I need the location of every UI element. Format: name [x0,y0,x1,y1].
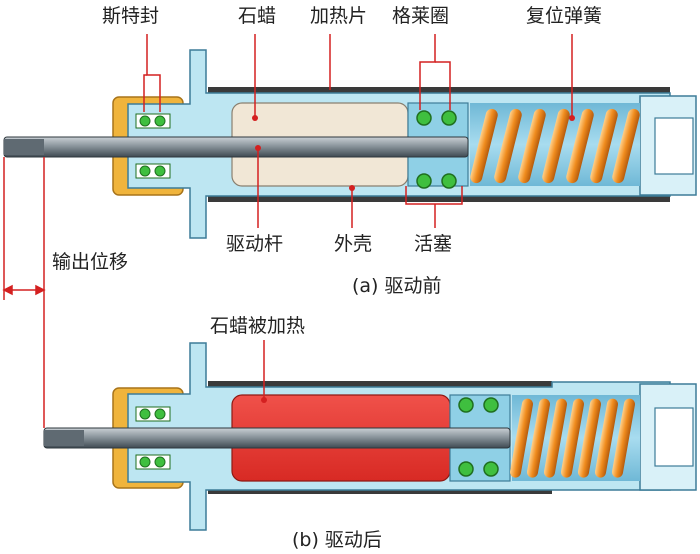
return-spring-compressed [510,398,635,478]
actuator-after: 石蜡被加热 (b) 驱动后 [43,300,697,551]
label-paraffin: 石蜡 [238,5,276,27]
glyd-ring [458,397,474,413]
label-shell: 外壳 [334,233,372,255]
glyd-ring [416,173,432,189]
leader-lines-before [3,34,573,300]
caption-after: (b) 驱动后 [292,529,382,551]
displacement-arrow [2,284,46,296]
label-paraffin-heated: 石蜡被加热 [210,315,305,337]
glyd-ring [441,173,457,189]
heater-plate-bottom [208,488,552,494]
heater-plate-top [208,87,670,93]
glyd-ring [416,110,432,126]
stirling-seal [135,113,171,179]
label-drive-rod: 驱动杆 [226,233,283,255]
label-piston: 活塞 [414,233,452,255]
glyd-ring [483,397,499,413]
actuator-before: 斯特封 石蜡 加热片 格莱圈 复位弹簧 驱动杆 外壳 活塞 输出位移 (a) 驱… [2,5,697,300]
label-stirling-seal: 斯特封 [102,5,159,27]
glyd-ring [441,110,457,126]
heater-plate-bottom [208,196,670,202]
return-spring [470,108,640,184]
label-glyd-ring: 格莱圈 [392,5,449,27]
label-heater: 加热片 [310,5,367,27]
heater-plate-top [208,381,552,387]
drive-rod [3,136,469,158]
leader-lines-after [43,300,265,428]
label-return-spring: 复位弹簧 [526,5,602,27]
stirling-seal [135,406,171,470]
glyd-ring [458,461,474,477]
glyd-ring [483,461,499,477]
label-output-displacement: 输出位移 [52,251,128,273]
drive-rod [43,427,511,449]
caption-before: (a) 驱动前 [352,275,442,297]
